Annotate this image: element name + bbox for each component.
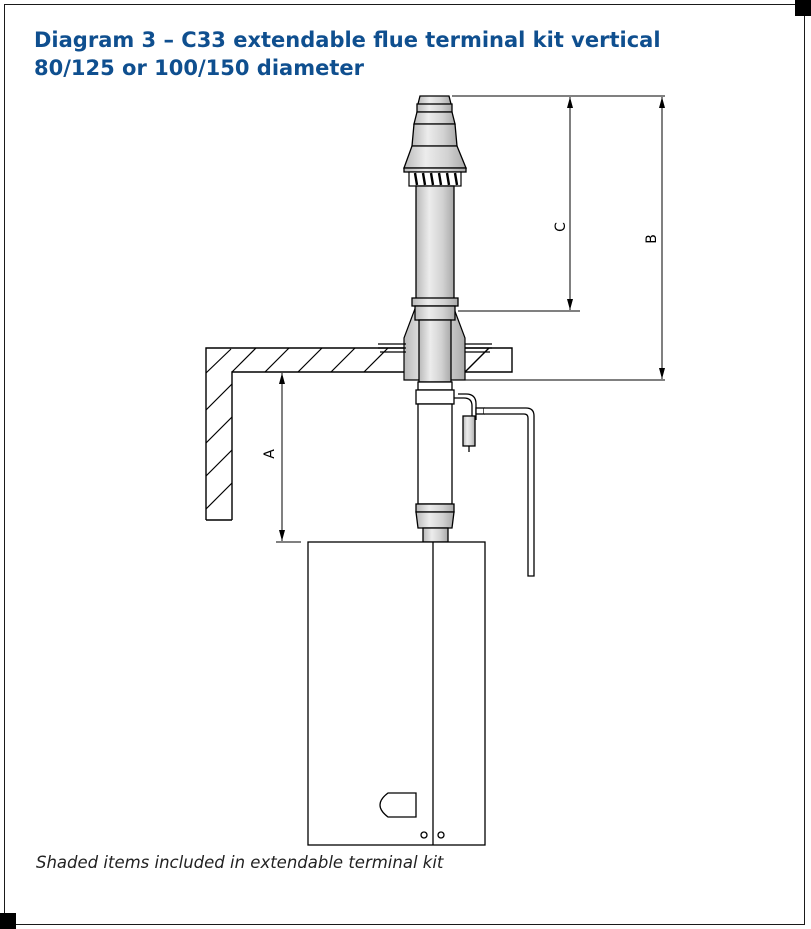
diagram-title-line-2: 80/125 or 100/150 diameter bbox=[34, 56, 364, 80]
corner-marker-bottom-left bbox=[0, 913, 16, 929]
corner-marker-top-right bbox=[795, 0, 811, 16]
dimension-a-label: A bbox=[262, 449, 278, 459]
dimension-c-label: C bbox=[553, 222, 569, 232]
dimension-c: C bbox=[553, 97, 573, 310]
dimension-b-label: B bbox=[644, 234, 660, 244]
dimension-b: B bbox=[644, 97, 665, 379]
dimension-a: A bbox=[262, 373, 285, 541]
diagram-frame bbox=[4, 4, 805, 925]
terminal-cap bbox=[403, 95, 467, 173]
upper-flue-pipe bbox=[411, 185, 459, 383]
diagram-title: Diagram 3 – C33 extendable flue terminal… bbox=[34, 26, 774, 82]
dimension-extension-lines bbox=[255, 95, 665, 543]
boiler-casing bbox=[307, 541, 486, 846]
condensate-trap bbox=[454, 393, 535, 577]
roof-structure bbox=[205, 347, 513, 521]
diagram-caption: Shaded items included in extendable term… bbox=[36, 853, 444, 872]
diagram-title-line-1: Diagram 3 – C33 extendable flue terminal… bbox=[34, 28, 661, 52]
lower-flue-pipe bbox=[415, 381, 455, 543]
terminal-louvres bbox=[408, 171, 462, 187]
